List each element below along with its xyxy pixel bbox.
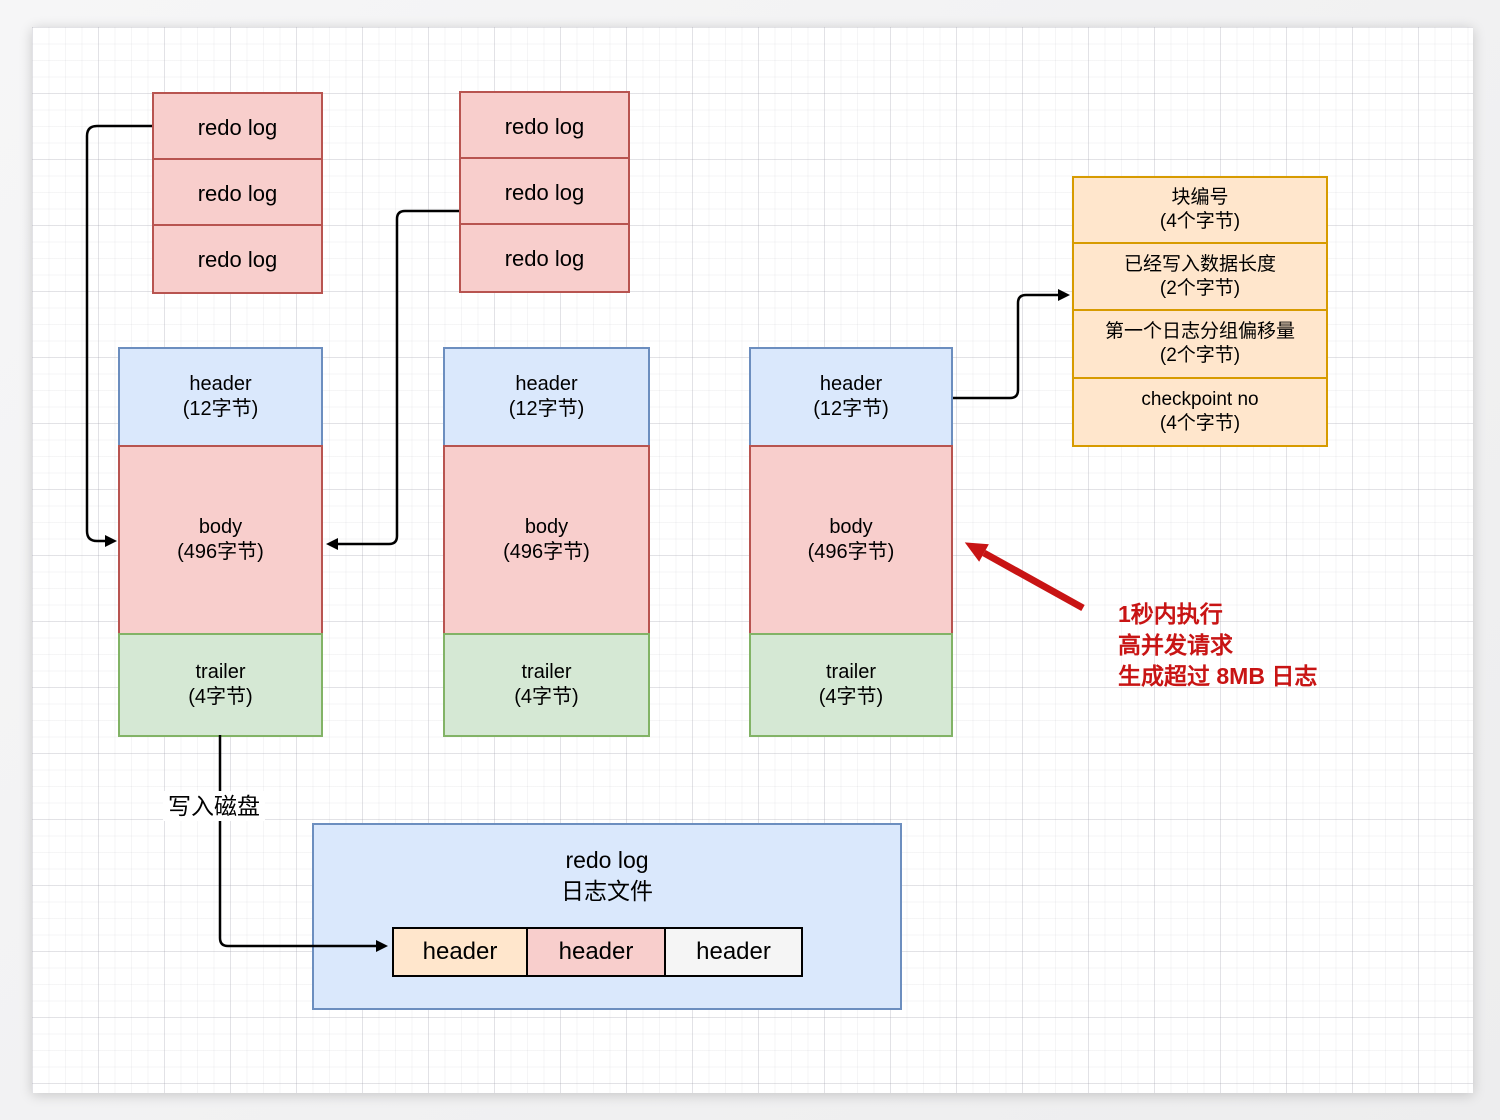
block-body-size: (496字节) [177,541,264,563]
block-trailer-title: trailer [825,661,876,683]
block1-header: header (12字节) [118,347,323,447]
block-trailer-size: (4字节) [818,686,884,708]
log-file-title: redo log 日志文件 [312,845,902,907]
redo-log-cell: redo log [459,157,630,227]
block3-body: body (496字节) [749,445,953,635]
block1-body: body (496字节) [118,445,323,635]
block-body-title: body [829,516,873,538]
detail-title: 块编号 [1171,187,1229,208]
annotation-line: 1秒内执行 [1118,601,1223,627]
detail-size: (4个字节) [1159,413,1241,434]
annotation-line: 生成超过 8MB 日志 [1118,663,1318,689]
redo-log-label: redo log [504,179,585,205]
detail-size: (4个字节) [1159,211,1241,232]
detail-size: (2个字节) [1159,345,1241,366]
disk-write-label: 写入磁盘 [163,791,265,821]
block-header-title: header [189,373,252,395]
block-header-title: header [819,373,883,395]
header-detail-row-group-offset: 第一个日志分组偏移量 (2个字节) [1072,309,1328,379]
log-file-title-line1: redo log [565,847,649,873]
redo-log-label: redo log [197,114,278,140]
block-body-title: body [198,516,243,538]
header-cell-label: header [558,938,634,965]
redo-log-cell: redo log [152,92,323,162]
block-header-size: (12字节) [813,398,889,420]
redo-log-cell: redo log [152,158,323,228]
block-trailer-size: (4字节) [514,686,579,708]
block-header-title: header [515,373,578,395]
detail-title: 第一个日志分组偏移量 [1104,321,1295,342]
block-header-size: (12字节) [182,398,259,420]
redo-log-label: redo log [197,180,278,206]
block-body-size: (496字节) [503,541,590,563]
block-trailer-title: trailer [195,661,246,683]
header-detail-row-data-length: 已经写入数据长度 (2个字节) [1072,242,1328,311]
log-file-header-cell-gray: header [664,927,803,977]
detail-size: (2个字节) [1159,277,1241,299]
annotation-text: 1秒内执行 高并发请求 生成超过 8MB 日志 [1118,599,1317,692]
redo-log-label: redo log [197,246,278,272]
block2-header: header (12字节) [443,347,650,447]
block3-trailer: trailer (4字节) [749,633,953,737]
block2-body: body (496字节) [443,445,650,635]
block1-trailer: trailer (4字节) [118,633,323,737]
block-trailer-title: trailer [521,661,572,683]
redo-log-cell: redo log [152,224,323,294]
block-body-title: body [524,516,569,538]
annotation-line: 高并发请求 [1118,632,1233,658]
redo-log-label: redo log [504,245,585,271]
block-header-size: (12字节) [508,398,585,420]
redo-log-cell: redo log [459,223,630,293]
header-cell-label: header [422,938,498,965]
header-detail-row-checkpoint-no: checkpoint no (4个字节) [1072,377,1328,447]
detail-title: checkpoint no [1141,389,1259,410]
log-file-header-cell-red: header [526,927,666,977]
log-file-header-cell-orange: header [392,927,528,977]
block-trailer-size: (4字节) [188,686,253,708]
detail-title: 已经写入数据长度 [1123,253,1276,275]
block3-header: header (12字节) [749,347,953,447]
log-file-title-line2: 日志文件 [561,878,653,904]
redo-log-label: redo log [504,113,585,139]
block-body-size: (496字节) [807,541,895,563]
block2-trailer: trailer (4字节) [443,633,650,737]
header-detail-row-block-number: 块编号 (4个字节) [1072,176,1328,244]
redo-log-cell: redo log [459,91,630,161]
header-cell-label: header [696,938,771,965]
